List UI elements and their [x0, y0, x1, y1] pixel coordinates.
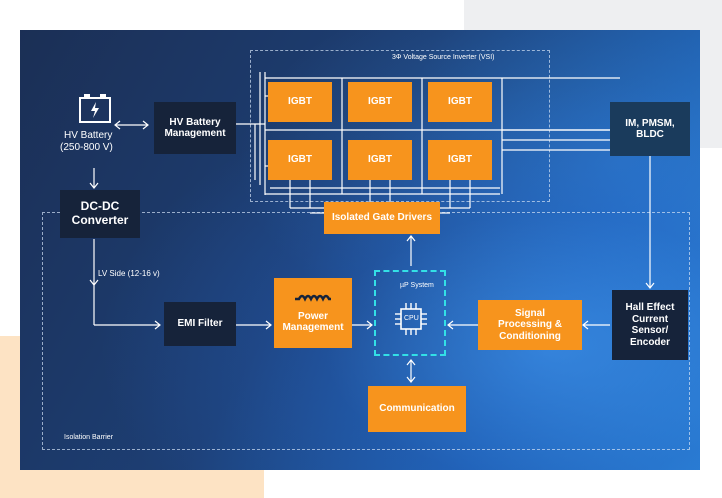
hv-battery-range-label: (250-800 V)	[60, 142, 113, 153]
power-management-line2: Management	[282, 322, 344, 333]
dcdc-line1: DC-DC	[80, 199, 120, 214]
lv-side-label: LV Side (12-16 v)	[98, 269, 160, 278]
igbt-1: IGBT	[268, 82, 332, 122]
cpu-label: CPU	[404, 315, 419, 322]
igbt-4: IGBT	[268, 140, 332, 180]
signal-line2: Processing &	[498, 319, 562, 331]
igbt-6: IGBT	[428, 140, 492, 180]
signal-processing-box: Signal Processing & Conditioning	[478, 300, 582, 350]
dcdc-line2: Converter	[71, 213, 129, 227]
hall-line1: Hall Effect	[625, 302, 675, 313]
hall-line3: Sensor/	[631, 325, 669, 336]
hv-battery-management-box: HV Battery Management	[154, 102, 236, 154]
power-management-box: Power Management	[274, 278, 352, 348]
igbt-3: IGBT	[428, 82, 492, 122]
up-system-box	[374, 270, 446, 356]
up-system-label: µP System	[400, 282, 434, 289]
hv-battery-management-line2: Management	[164, 128, 226, 139]
isolation-barrier-label: Isolation Barrier	[64, 434, 114, 441]
inverter-title: 3Φ Voltage Source Inverter (VSI)	[392, 54, 495, 61]
signal-line1: Signal	[514, 307, 545, 319]
hall-line2: Current	[631, 313, 669, 325]
motor-line1: IM, PMSM,	[625, 117, 675, 129]
motor-box: IM, PMSM, BLDC	[610, 102, 690, 156]
hall-line4: Encoder	[629, 336, 670, 348]
power-management-line1: Power	[297, 310, 328, 322]
cpu-icon	[394, 302, 428, 336]
dcdc-converter-box: DC-DC Converter	[60, 190, 140, 238]
diagram-panel: HV Battery (250-800 V) HV Battery Manage…	[20, 30, 700, 470]
connector-lines	[89, 72, 655, 383]
emi-filter-box: EMI Filter	[164, 302, 236, 346]
signal-line3: Conditioning	[499, 330, 561, 342]
hall-effect-sensor-box: Hall Effect Current Sensor/ Encoder	[612, 290, 688, 360]
inverter-region	[250, 50, 550, 202]
battery-icon	[77, 92, 113, 126]
motor-line2: BLDC	[636, 129, 664, 140]
hv-battery-management-line1: HV Battery	[169, 116, 221, 128]
isolated-gate-drivers-box: Isolated Gate Drivers	[324, 202, 440, 234]
inductor-icon	[295, 294, 331, 302]
igbt-5: IGBT	[348, 140, 412, 180]
hv-battery-label: HV Battery	[64, 130, 113, 141]
igbt-2: IGBT	[348, 82, 412, 122]
communication-box: Communication	[368, 386, 466, 432]
